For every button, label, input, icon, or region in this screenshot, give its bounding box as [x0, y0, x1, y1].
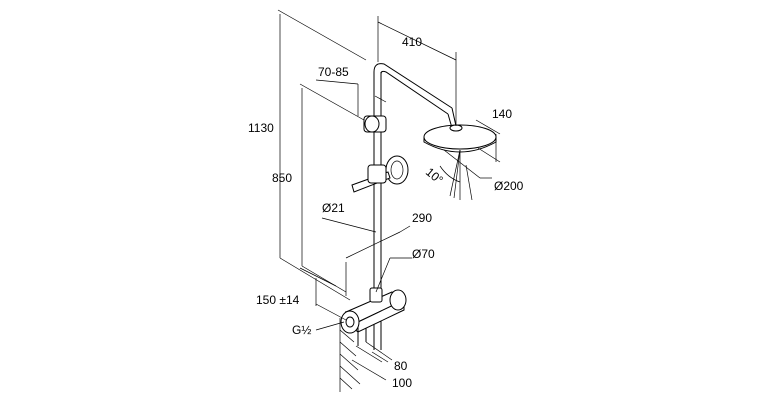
label-290: 290 [412, 211, 432, 225]
thermostat-mixer [340, 287, 407, 346]
label-dia-70: Ø70 [412, 247, 435, 261]
shower-head [423, 124, 497, 200]
label-150-tolerance: 150 ±14 [256, 293, 300, 307]
label-10-degrees: 10° [423, 165, 446, 188]
label-410: 410 [402, 35, 422, 49]
label-140: 140 [492, 107, 512, 121]
wall-hatching [339, 318, 361, 392]
dimension-labels: 410 70-85 1130 140 850 10° Ø200 Ø21 290 … [248, 35, 524, 390]
label-1130: 1130 [248, 121, 274, 135]
hand-shower [351, 155, 409, 193]
dimension-lines [277, 9, 501, 381]
slide-holder [363, 115, 387, 133]
label-70-85: 70-85 [318, 65, 349, 79]
label-g-half: G½ [292, 323, 311, 337]
label-80: 80 [394, 359, 408, 373]
label-dia-21: Ø21 [322, 201, 345, 215]
label-dia-200: Ø200 [494, 179, 524, 193]
label-100: 100 [392, 376, 412, 390]
label-850: 850 [272, 171, 292, 185]
